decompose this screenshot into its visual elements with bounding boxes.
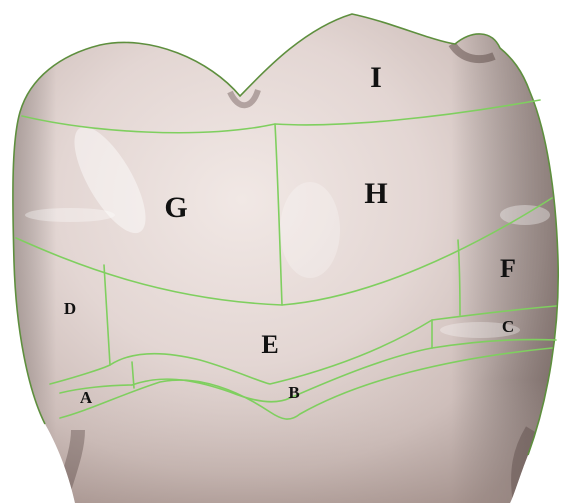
- label-D: D: [64, 299, 76, 318]
- label-A: A: [80, 388, 93, 407]
- label-G: G: [164, 191, 187, 224]
- label-I: I: [370, 61, 382, 94]
- label-B: B: [288, 383, 299, 402]
- label-H: H: [364, 177, 387, 210]
- label-E: E: [261, 330, 278, 359]
- label-F: F: [500, 254, 516, 283]
- label-C: C: [502, 317, 514, 336]
